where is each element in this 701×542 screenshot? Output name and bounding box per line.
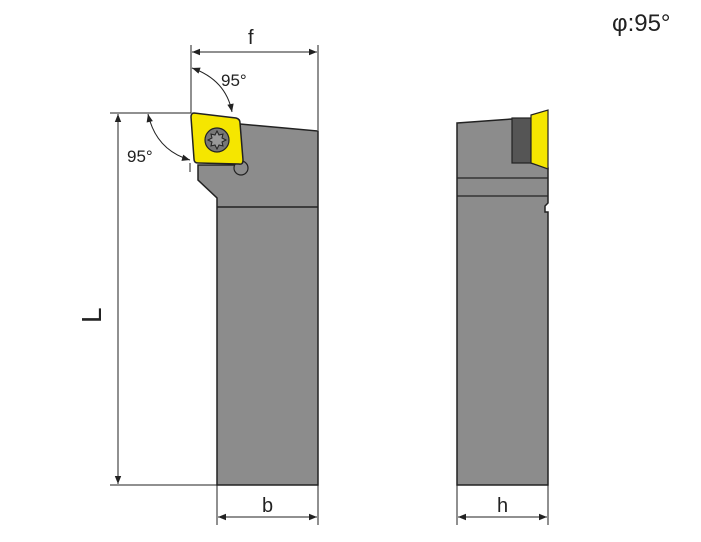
dimension-L (110, 112, 217, 486)
angle-arc-top (191, 67, 234, 113)
angle-top-label: 95° (221, 71, 247, 90)
approach-angle-label: φ:95° (612, 10, 671, 37)
side-view (456, 109, 549, 486)
holder-body-side (456, 118, 549, 486)
holder-body (197, 123, 319, 486)
dimension-b (216, 485, 319, 525)
dimension-f (190, 45, 319, 130)
angle-arc-left (146, 113, 191, 161)
dimension-L-label: L (76, 307, 107, 323)
dimension-h (456, 485, 549, 525)
dimension-f-label: f (248, 27, 254, 49)
insert-side (530, 109, 549, 170)
torx-icon (206, 129, 228, 151)
top-view (190, 112, 319, 486)
shim (511, 117, 532, 164)
dimension-h-label: h (497, 495, 508, 517)
dimension-b-label: b (262, 495, 273, 517)
angle-left-label: 95° (127, 147, 153, 166)
